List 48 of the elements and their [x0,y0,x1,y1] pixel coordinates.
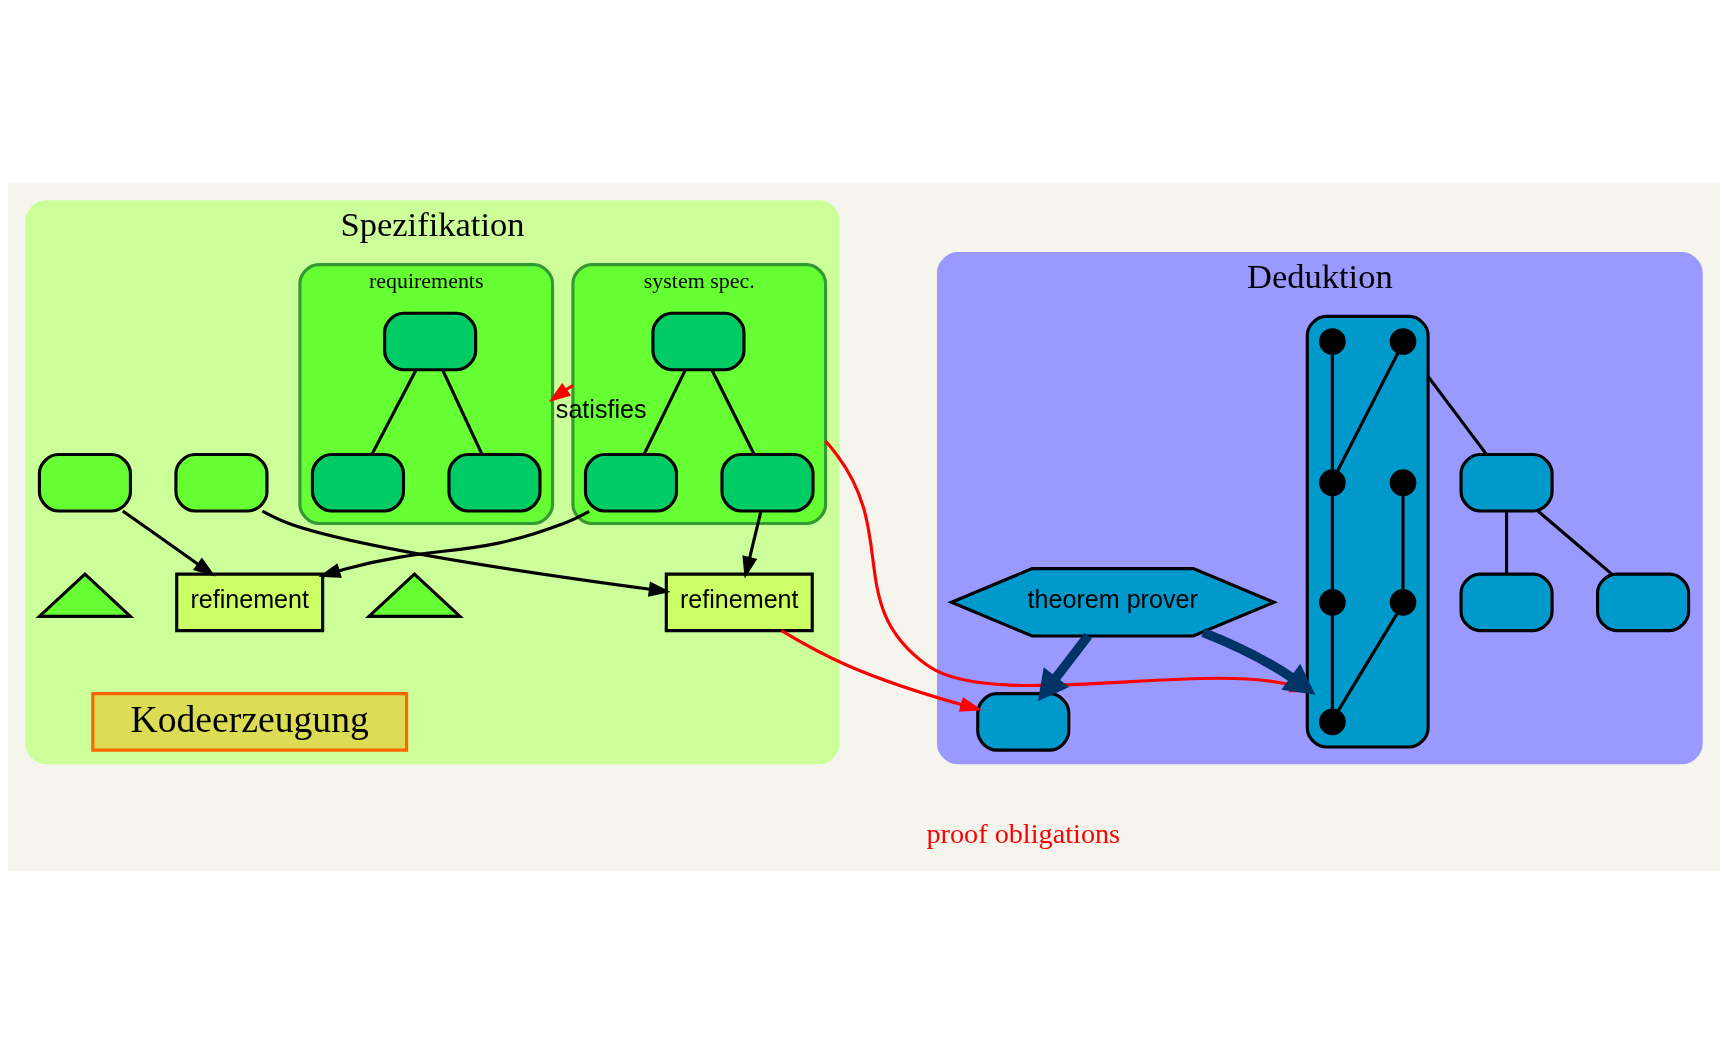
node-box [1459,572,1554,632]
node-box: refinement [664,572,814,632]
arrow [1037,632,1092,701]
connector [710,369,756,455]
arrow [121,509,216,576]
arrow [261,509,671,597]
connector [1426,375,1488,455]
cluster: requirements [298,262,555,525]
node-circle [1319,327,1346,355]
node-circle [1319,588,1346,616]
node-circle [1319,468,1346,496]
connector [1337,612,1399,711]
connector [1330,494,1334,589]
node-box [447,452,542,512]
connector [1537,509,1613,575]
connector [1401,494,1405,589]
node-circle [1389,327,1417,355]
connector [1330,353,1334,470]
connector [1505,510,1509,574]
arrow [742,510,763,578]
connector [1330,614,1334,709]
arrow [318,509,590,578]
node-triangle [35,571,135,618]
connector [370,369,418,455]
label: proof obligations [926,817,1121,849]
arrow [780,628,983,712]
node-box: refinement [175,572,325,632]
node-box [976,691,1071,752]
connector [441,369,484,455]
node-circle [1319,708,1346,735]
node-triangle [364,571,464,618]
node-box [1459,452,1554,512]
node-box: Kodeerzeugung [91,691,409,752]
edge-label: satisfies [555,394,647,423]
connector [642,369,687,455]
node-box [37,452,132,512]
node-circle [1389,468,1417,496]
node-box [1596,572,1691,632]
node-box [720,452,815,512]
node-box [651,311,746,371]
node-circle [1389,588,1417,616]
node-box [310,452,406,512]
node-box [174,452,269,512]
arrow [548,382,574,402]
cluster [1305,314,1430,749]
node-box [583,452,679,512]
connector [1336,351,1400,471]
node-box [383,311,478,371]
